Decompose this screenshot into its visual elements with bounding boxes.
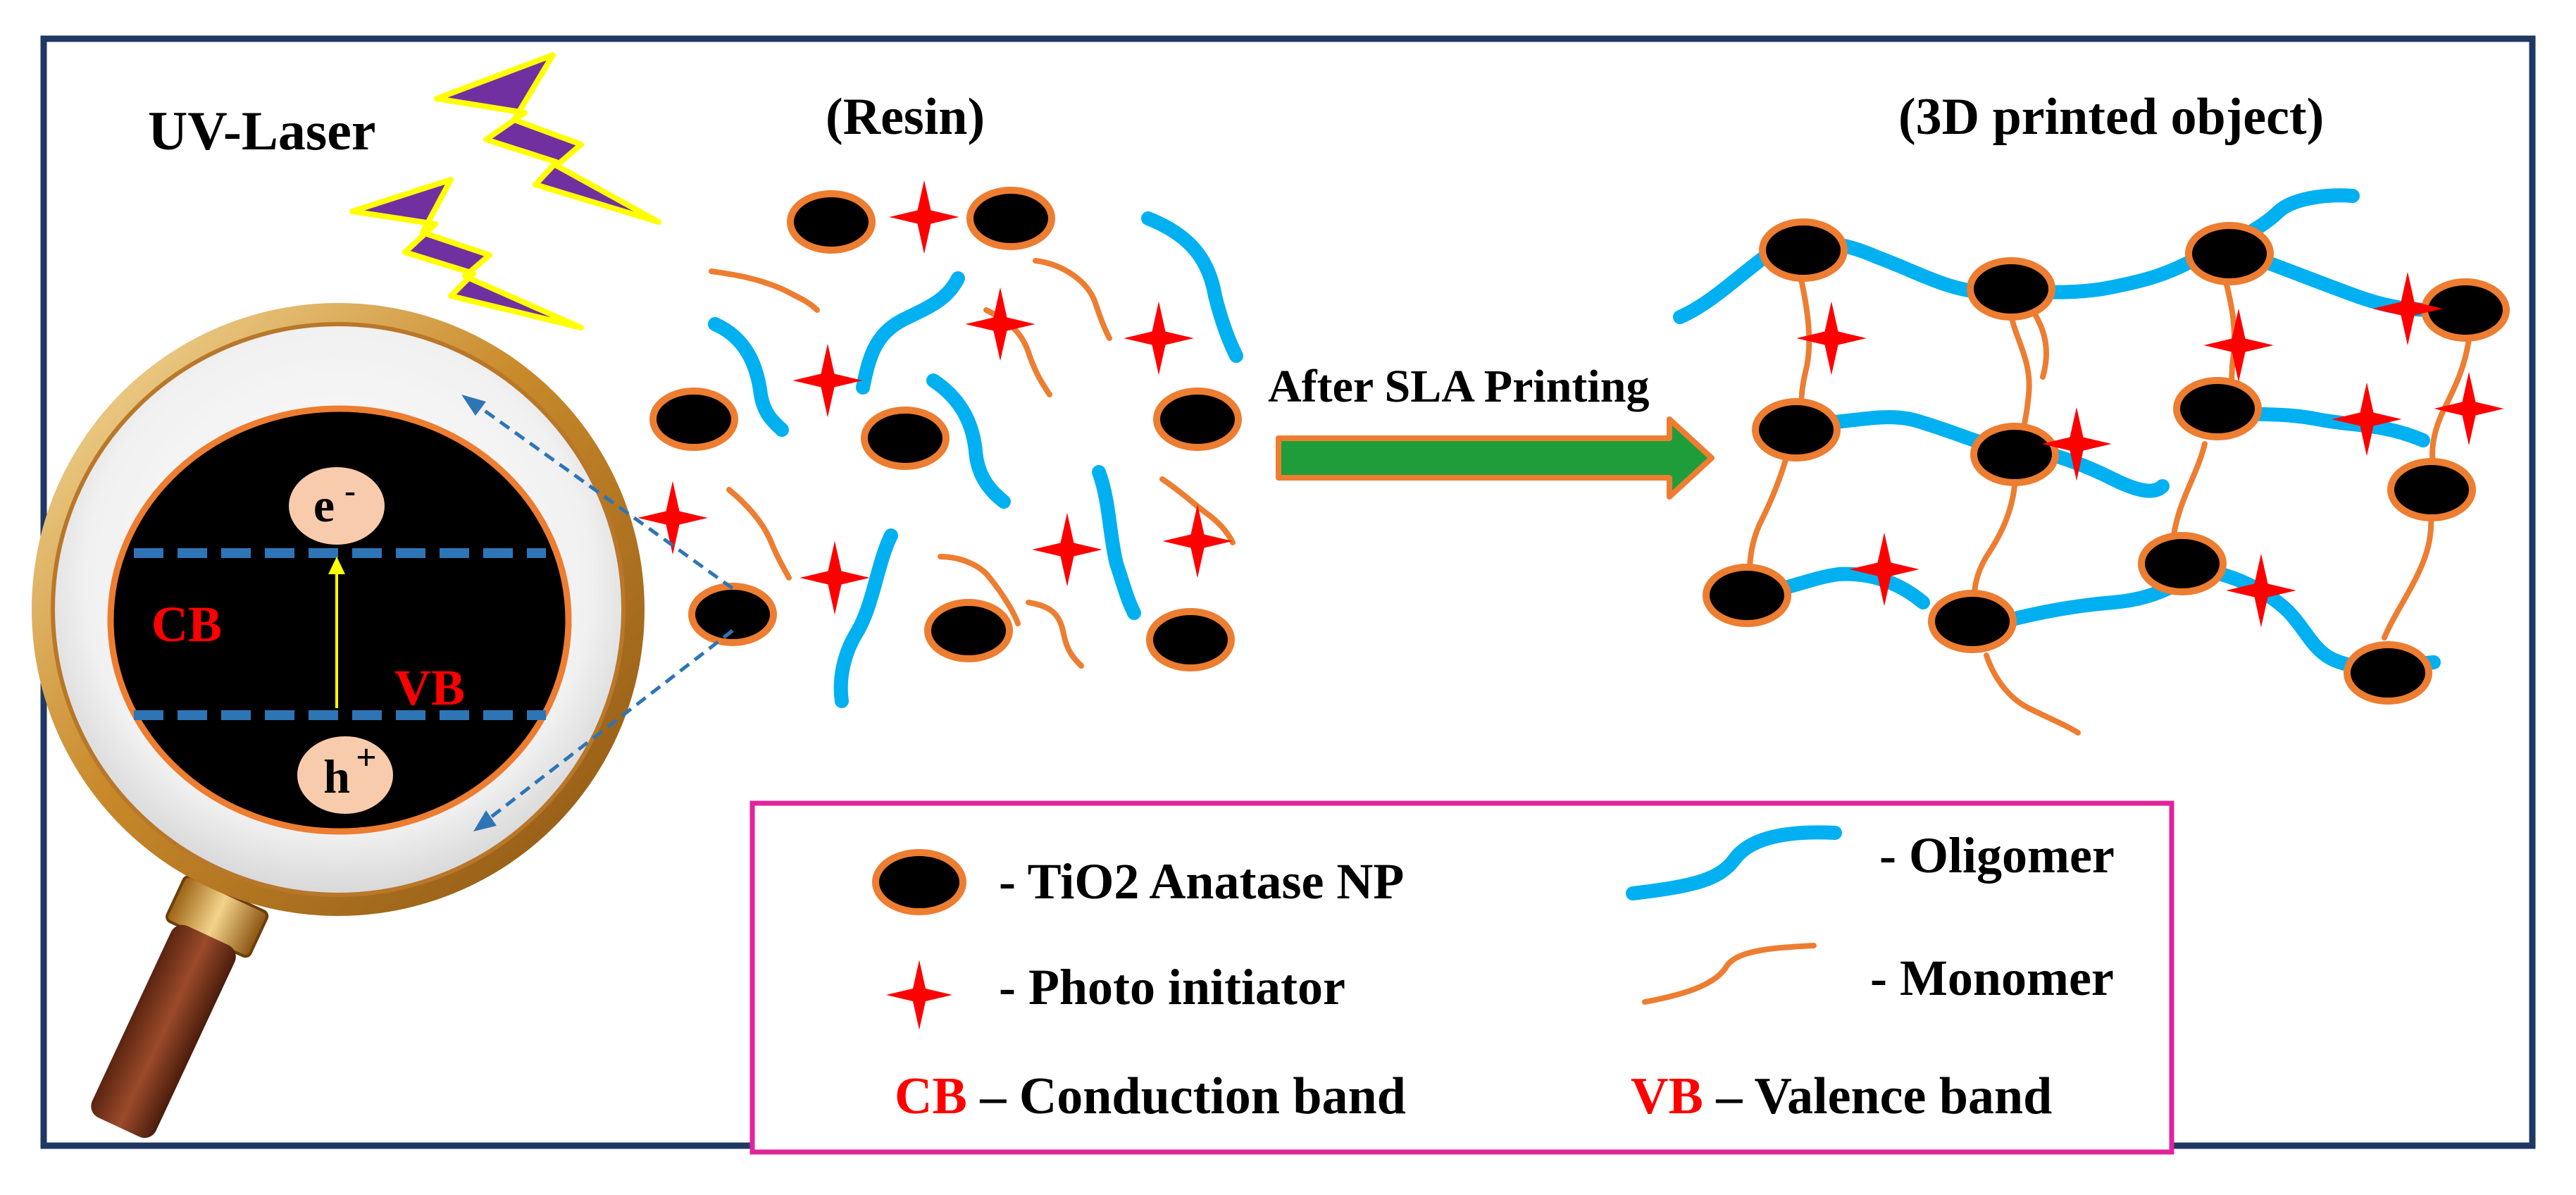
legend-box <box>749 800 2174 1155</box>
photoinitiator-star <box>965 287 1035 361</box>
resin-label: (Resin) <box>826 88 985 146</box>
oligomer-chain <box>833 528 898 708</box>
tio2-nanoparticle <box>1146 608 1235 671</box>
legend-photoinitiator-icon <box>885 960 953 1030</box>
tio2-nanoparticle <box>1153 388 1242 451</box>
monomer-chain <box>1972 483 2017 610</box>
monomer-chain <box>709 268 820 313</box>
tio2-nanoparticle <box>2387 458 2476 521</box>
monomer-chain <box>1033 258 1112 341</box>
legend-nanoparticle-icon <box>872 849 966 915</box>
oligomer-chain <box>1141 211 1243 363</box>
oligomer-chain <box>1092 465 1141 620</box>
legend-monomer-label: - Monomer <box>1870 950 2114 1006</box>
tio2-nanoparticle <box>1967 257 2055 321</box>
zoom-connector <box>461 395 734 831</box>
legend-photoinitiator-label: - Photo initiator <box>999 959 1345 1015</box>
photoinitiator-star <box>2434 371 2504 446</box>
tio2-nanoparticle <box>2185 222 2274 285</box>
oligomer-chain <box>2236 247 2455 317</box>
photoinitiator-star <box>889 180 959 254</box>
photoinitiator-star <box>1796 301 1867 376</box>
photoinitiator-star <box>2332 382 2402 457</box>
hole <box>297 736 393 814</box>
legend-oligomer-icon <box>1626 825 1842 900</box>
uv-laser-label: UV-Laser <box>148 100 375 161</box>
monomer-chain <box>938 554 1021 626</box>
legend-cb-text: – Conduction band <box>967 1067 1406 1125</box>
photoinitiator-star <box>799 540 870 615</box>
photoinitiator-star <box>1032 512 1102 587</box>
photoinitiator-star <box>2372 271 2443 346</box>
after-sla-label: After SLA Printing <box>1268 361 1649 412</box>
tio2-nanoparticle <box>1759 218 1848 282</box>
photoinitiator-star <box>2041 407 2112 481</box>
band-diagram <box>107 405 572 835</box>
legend-nanoparticle-label: - TiO2 Anatase NP <box>999 853 1404 910</box>
hole-sup: + <box>356 738 377 778</box>
lightning-icon <box>349 177 584 330</box>
legend: - TiO2 Anatase NP - Oligomer - Photo ini… <box>749 800 2174 1155</box>
oligomer-chain <box>856 271 965 395</box>
photoinitiator-star <box>1162 504 1233 578</box>
monomer-chain <box>2029 307 2049 380</box>
legend-vb-text: – Valence band <box>1703 1067 2053 1125</box>
legend-oligomer-label: - Oligomer <box>1879 827 2115 884</box>
photoinitiator-star <box>1849 532 1919 607</box>
tio2-nanoparticle <box>1928 590 2017 653</box>
magnifier-icon: e - CB VB h + <box>32 303 645 1138</box>
photoinitiator-star <box>1124 301 1194 376</box>
oligomer-chain <box>708 317 789 437</box>
photoinitiator-star <box>2203 308 2274 383</box>
monomer-chain <box>726 487 792 581</box>
oligomer-chain <box>926 373 1011 509</box>
tio2-nanoparticle <box>649 388 738 451</box>
printed-network <box>1673 188 2510 736</box>
tio2-nanoparticle <box>2421 278 2510 342</box>
monomer-chain <box>2382 504 2434 640</box>
legend-monomer-icon <box>1642 943 1817 1005</box>
tio2-nanoparticle <box>966 187 1055 250</box>
tio2-nanoparticle <box>924 599 1013 662</box>
photoinitiator-star <box>2226 553 2296 628</box>
legend-cb-entry: CB – Conduction band <box>895 1067 1406 1125</box>
resin-cluster <box>637 180 1243 708</box>
monomer-chain <box>1984 652 2081 736</box>
tio2-nanoparticle <box>2138 532 2227 595</box>
tio2-nanoparticle <box>1703 564 1791 627</box>
tio2-nanoparticle <box>787 190 876 254</box>
monomer-chain <box>1026 600 1084 669</box>
cb-label: CB <box>151 596 222 652</box>
tio2-nanoparticle <box>861 407 950 470</box>
tio2-nanoparticle <box>2173 377 2262 440</box>
legend-vb-abbr: VB <box>1631 1067 1703 1125</box>
electron <box>289 467 385 545</box>
photoinitiator-star <box>792 343 863 418</box>
vb-label: VB <box>394 660 465 716</box>
legend-cb-abbr: CB <box>895 1067 967 1125</box>
electron-label: e <box>313 478 335 532</box>
electron-sup: - <box>344 472 356 509</box>
photoinitiator-star <box>885 960 953 1030</box>
legend-vb-entry: VB – Valence band <box>1631 1067 2052 1125</box>
photoinitiator-star <box>637 481 708 555</box>
tio2-nanoparticle <box>1970 423 2059 486</box>
tio2-nanoparticle <box>1752 398 1841 462</box>
sla-arrow <box>1276 416 1715 500</box>
tio2-nanoparticle <box>2344 641 2432 705</box>
hole-label: h <box>323 750 350 803</box>
monomer-chain <box>1159 476 1236 545</box>
lightning-icon <box>434 52 661 225</box>
tio2-nanoparticle <box>688 583 777 646</box>
printed-object-label: (3D printed object) <box>1898 88 2324 146</box>
